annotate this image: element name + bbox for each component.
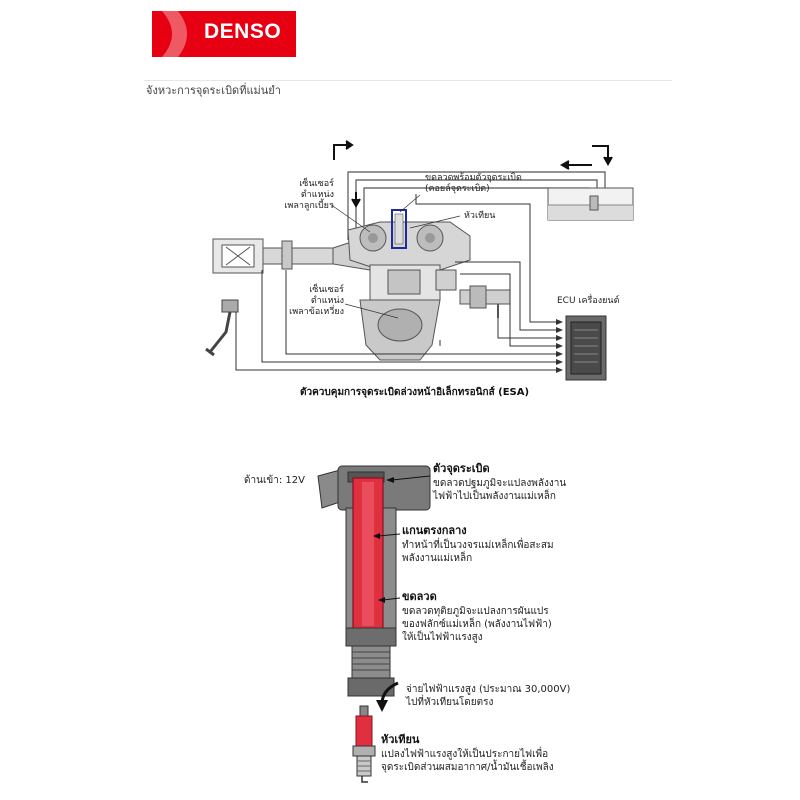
output-line-2: ไปที่หัวเทียนโดยตรง (406, 697, 494, 708)
winding-title: ขดลวด (402, 590, 437, 603)
cam-sensor-line-2: ตำแหน่ง (300, 190, 334, 200)
coil-with-igniter-label: ขดลวดพร้อมตัวจุดระเบิด (คอยล์จุดระเบิด) (425, 173, 522, 195)
divider (144, 80, 672, 81)
core-title: แกนตรงกลาง (402, 524, 467, 537)
winding-line-1: ขดลวดทุติยภูมิจะแปลงการผันแปร (402, 606, 549, 617)
input-voltage-label: ด้านเข้า: 12V (244, 475, 305, 486)
igniter-line-2: ไฟฟ้าไปเป็นพลังงานแม่เหล็ก (433, 491, 556, 502)
denso-logo: DENSO (152, 11, 296, 57)
ecu-unit (565, 315, 607, 381)
spark-plug-label: หัวเทียน (464, 211, 496, 221)
core-line-2: พลังงานแม่เหล็ก (402, 553, 473, 564)
output-description: จ่ายไฟฟ้าแรงสูง (ประมาณ 30,000V) ไปที่หั… (406, 683, 570, 709)
ecu-label: ECU เครื่องยนต์ (557, 296, 620, 306)
wire-arrowheads (556, 319, 563, 373)
brand-name: DENSO (204, 20, 282, 43)
spark-plug-description: หัวเทียน แปลงไฟฟ้าแรงสูงให้เป็นประกายไฟเ… (381, 730, 554, 774)
core-description: แกนตรงกลาง ทำหน้าที่เป็นวงจรแม่เหล็กเพื่… (402, 521, 554, 565)
igniter-line-1: ขดลวดปฐมภูมิจะแปลงพลังงาน (433, 478, 567, 489)
winding-line-3: ให้เป็นไฟฟ้าแรงสูง (402, 632, 483, 643)
coil-highlight (391, 209, 407, 249)
ecu-wires (235, 194, 560, 371)
engine-block (347, 221, 511, 361)
label-leaders (329, 194, 461, 319)
crank-sensor-label: เซ็นเซอร์ ตำแหน่ง เพลาข้อเหวี่ยง (270, 285, 344, 318)
coil-label-line-1: ขดลวดพร้อมตัวจุดระเบิด (425, 173, 522, 183)
crank-sensor-line-2: ตำแหน่ง (310, 296, 344, 306)
spark-plug-line-2: จุดระเบิดส่วนผสมอากาศ/น้ำมันเชื้อเพลิง (381, 762, 554, 773)
coil-label-line-2: (คอยล์จุดระเบิด) (425, 184, 490, 194)
cam-sensor-line-1: เซ็นเซอร์ (299, 179, 334, 189)
crank-sensor-line-3: เพลาข้อเหวี่ยง (289, 307, 344, 317)
cam-sensor-line-3: เพลาลูกเบี้ยว (284, 201, 334, 211)
fuel-tank (547, 187, 634, 221)
coil-leader-heads (373, 477, 394, 603)
winding-description: ขดลวด ขดลวดทุติยภูมิจะแปลงการผันแปร ของฟ… (402, 587, 552, 644)
igniter-description: ตัวจุดระเบิด ขดลวดปฐมภูมิจะแปลงพลังงาน ไ… (433, 459, 566, 503)
logo-swoosh-icon (162, 11, 187, 57)
flow-arrows (333, 140, 613, 209)
coil-leaders (377, 475, 431, 601)
spark-plug-graphic (352, 705, 376, 783)
spark-plug-line-1: แปลงไฟฟ้าแรงสูงให้เป็นประกายไฟเพื่อ (381, 749, 549, 760)
winding-line-2: ของฟลักซ์แม่เหล็ก (พลังงานไฟฟ้า) (402, 619, 552, 630)
core-line-1: ทำหน้าที่เป็นวงจรแม่เหล็กเพื่อสะสม (402, 540, 554, 551)
spark-plug-title: หัวเทียน (381, 733, 420, 746)
coil-body (317, 465, 431, 697)
page-subtitle: จังหวะการจุดระเบิดที่แม่นยำ (146, 84, 281, 97)
diagram1-caption: ตัวควบคุมการจุดระเบิดล่วงหน้าอิเล็กทรอนิ… (300, 387, 530, 398)
accelerator-pedal (205, 299, 239, 357)
crank-sensor-line-1: เซ็นเซอร์ (309, 285, 344, 295)
igniter-title: ตัวจุดระเบิด (433, 462, 490, 475)
cam-sensor-label: เซ็นเซอร์ ตำแหน่ง เพลาลูกเบี้ยว (258, 179, 334, 212)
output-line-1: จ่ายไฟฟ้าแรงสูง (ประมาณ 30,000V) (406, 684, 571, 695)
